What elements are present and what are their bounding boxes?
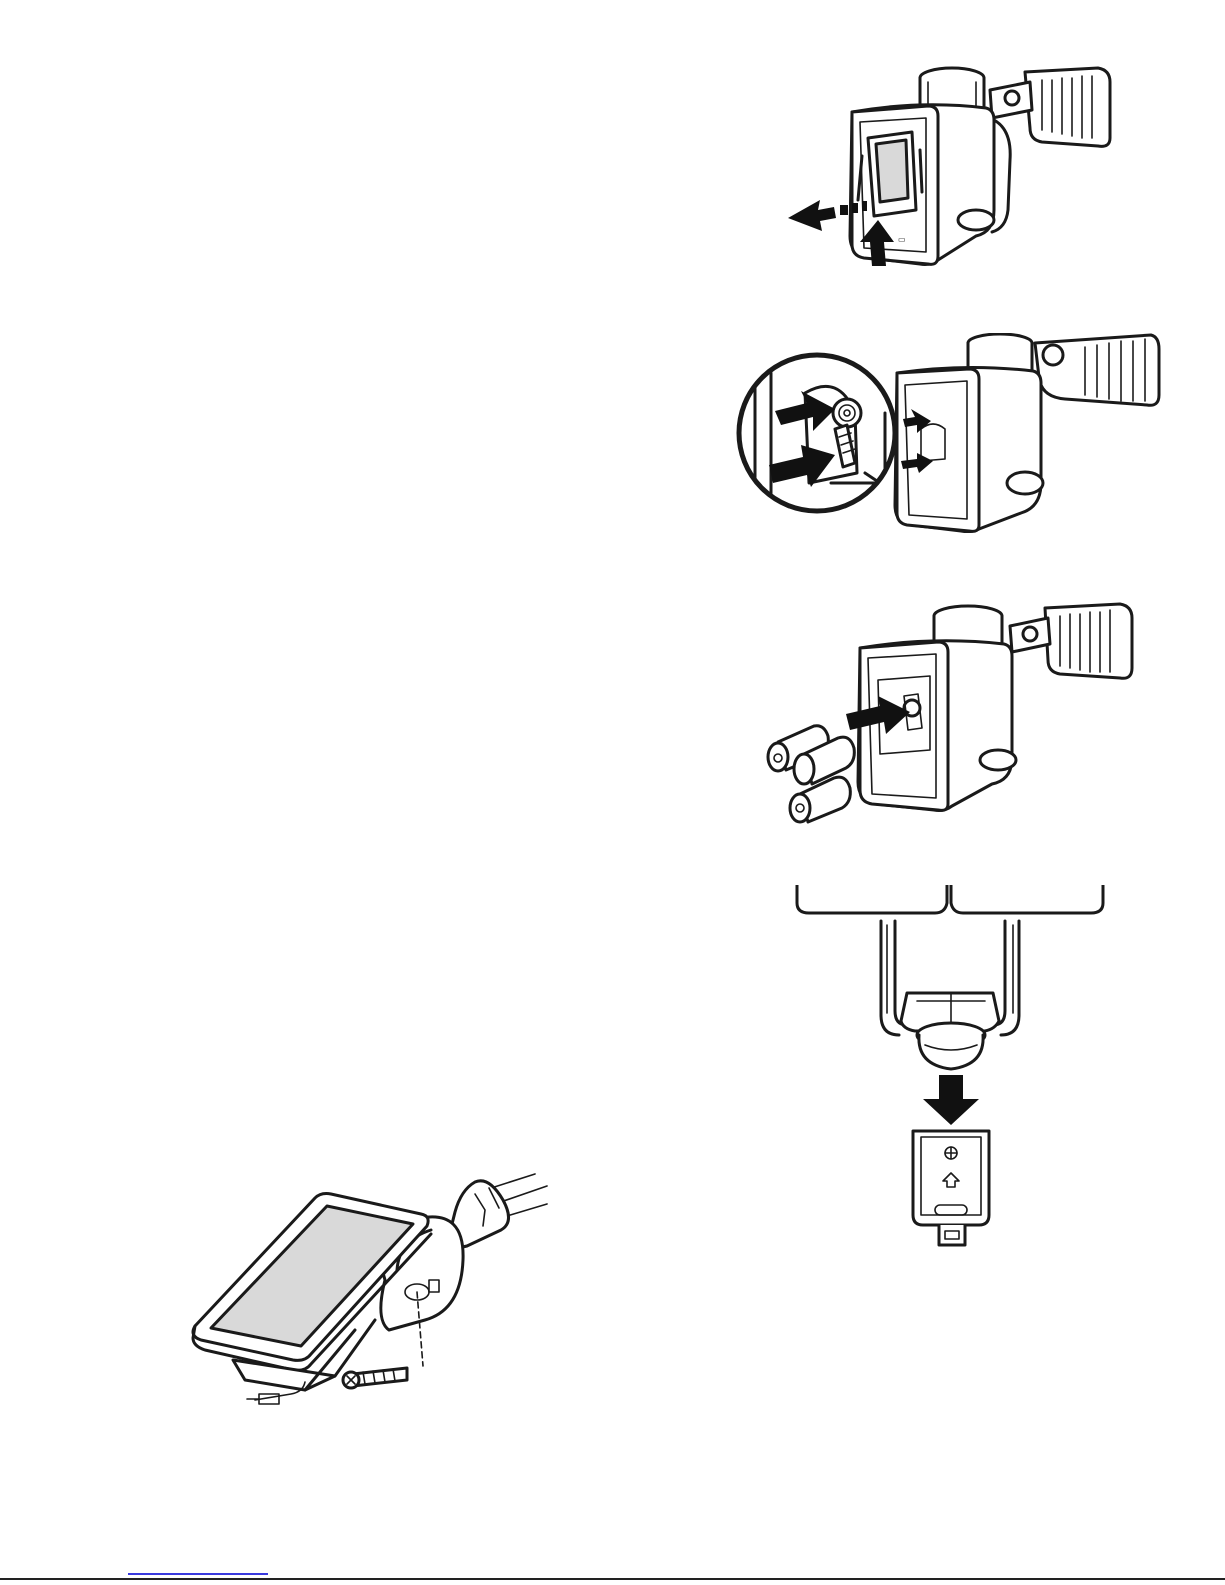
figure-wall-bracket — [795, 885, 1110, 1250]
battery-terminal-closeup-illustration — [735, 333, 1165, 533]
insert-batteries-illustration — [760, 600, 1140, 825]
figure-battery-terminals — [735, 333, 1165, 533]
svg-text:▭: ▭ — [898, 235, 906, 244]
footer-link-underline[interactable] — [128, 1573, 268, 1575]
figure-solar-panel — [185, 1170, 550, 1410]
figure-insert-batteries — [760, 600, 1140, 825]
figure-remove-battery-cover: ▭ — [780, 60, 1160, 275]
battery-cover-release-illustration: ▭ — [780, 60, 1160, 275]
wall-mount-bracket-illustration — [795, 885, 1110, 1250]
solar-panel-mounting-illustration — [185, 1170, 550, 1410]
footer-rule — [0, 1578, 1225, 1580]
